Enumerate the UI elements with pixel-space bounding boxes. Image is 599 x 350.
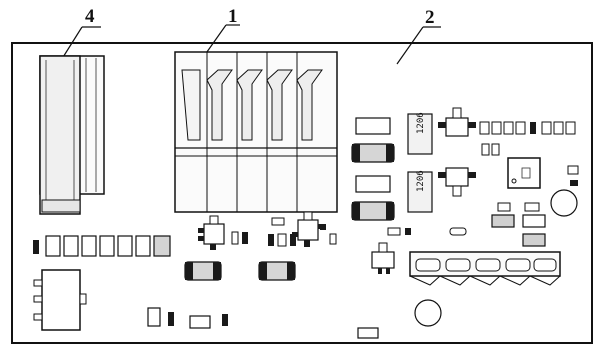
callout-label-2: 2 — [425, 7, 435, 28]
callout-label-1: 1 — [228, 6, 238, 27]
relay-block — [39, 55, 105, 215]
transistor-top-right — [438, 107, 476, 137]
capacitor-a-marking: 1206 — [416, 112, 426, 134]
small-components-bottom — [147, 307, 379, 339]
small-components-right — [387, 202, 546, 247]
voltage-regulator — [33, 269, 87, 331]
chip-row-left — [33, 235, 171, 257]
ic-chip — [507, 157, 541, 189]
diode-right — [258, 261, 296, 281]
capacitor-a: 1206 — [351, 112, 433, 163]
callout-label-4: 4 — [85, 6, 95, 27]
terminal-block — [174, 51, 338, 213]
transistor-under-block-right — [268, 211, 337, 247]
callout-group-2: 2 — [396, 7, 441, 65]
transistor-under-block-left — [198, 215, 248, 250]
pcb-board-outline — [11, 42, 593, 344]
capacitor-b: 1206 — [351, 170, 433, 221]
diode-left — [184, 261, 222, 281]
round-capacitor-bottom — [414, 299, 442, 327]
chip-resistor-small-dark — [570, 180, 578, 186]
chip-resistor-row — [479, 121, 576, 156]
capacitor-b-marking: 1206 — [416, 170, 426, 192]
round-capacitor-right — [550, 189, 578, 217]
transistor-connector-left — [371, 242, 395, 274]
pin-header-connector — [409, 251, 561, 286]
callout-group-4: 4 — [59, 6, 101, 63]
transistor-mid-right — [438, 167, 476, 197]
chip-resistor-small — [567, 165, 579, 175]
